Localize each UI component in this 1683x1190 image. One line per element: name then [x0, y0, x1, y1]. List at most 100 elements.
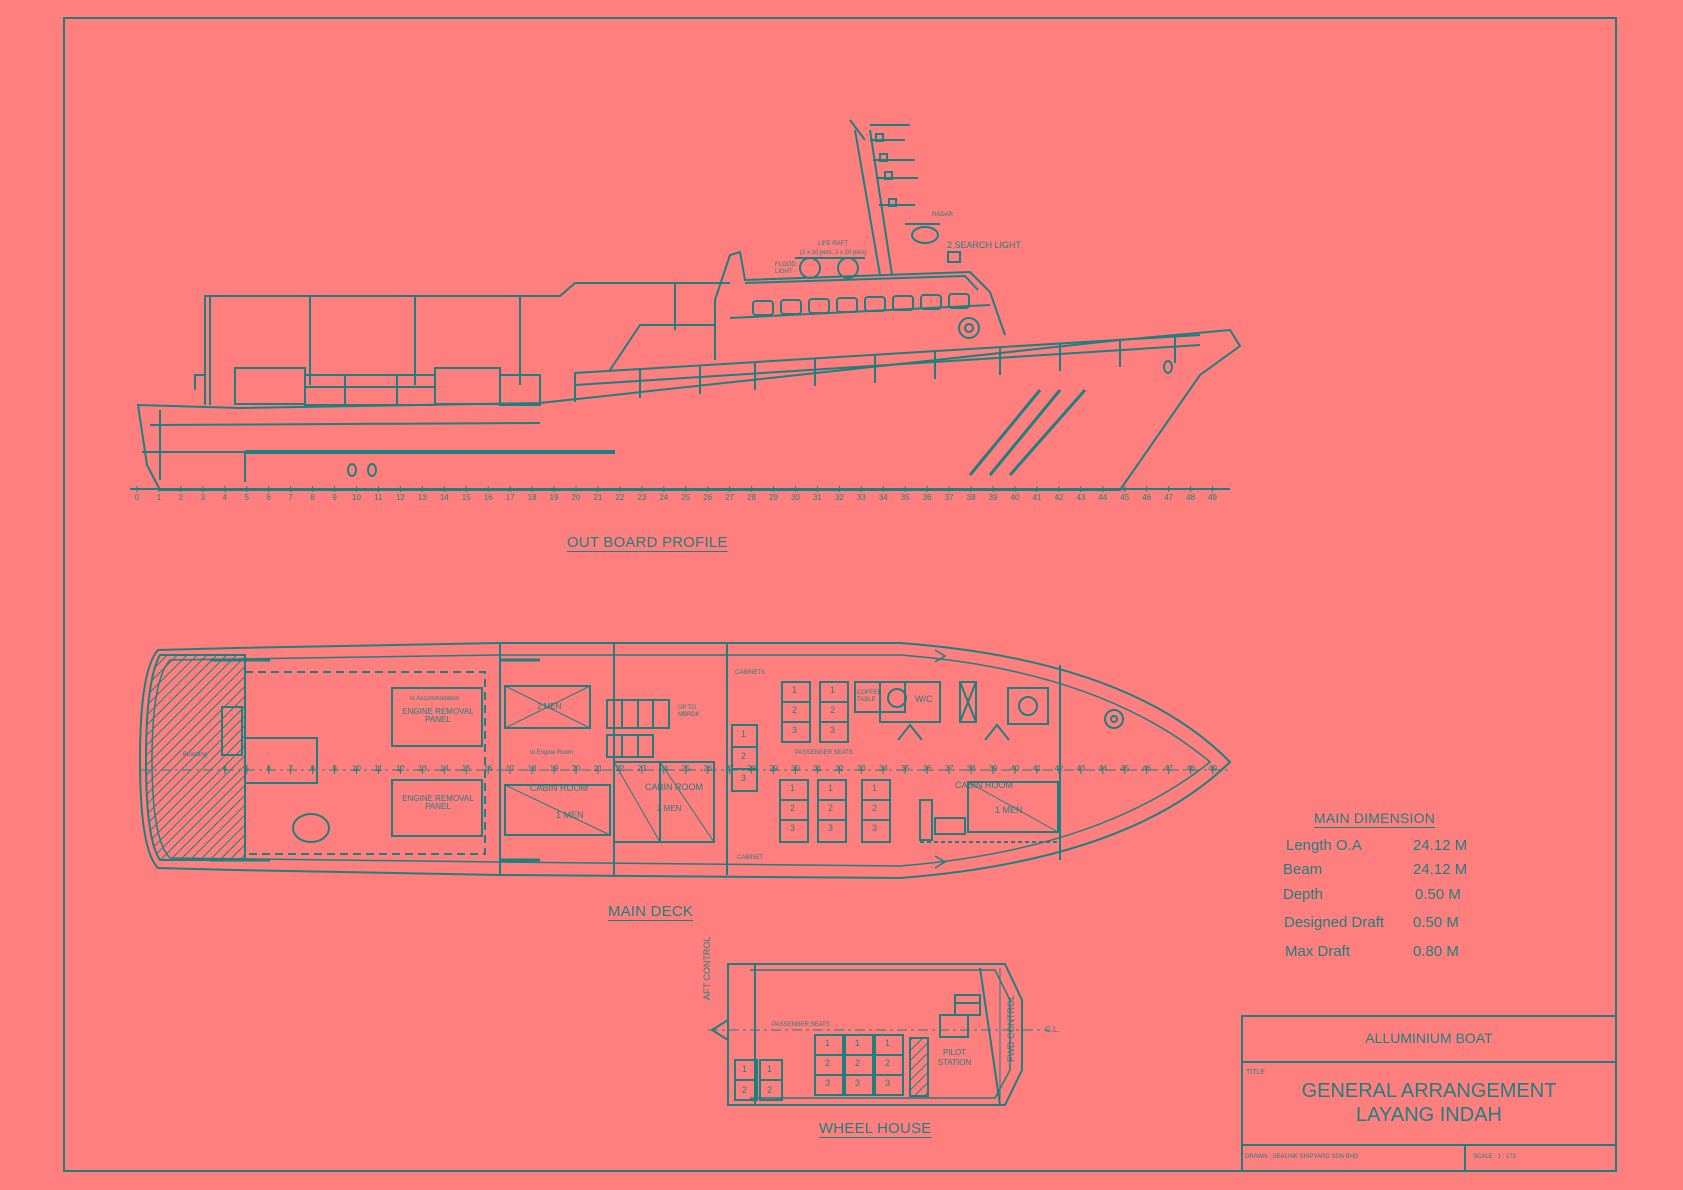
frame-number: 5: [244, 493, 249, 502]
frame-number: 38: [966, 493, 976, 502]
drawing-border: [63, 17, 1617, 1172]
seat-number: 1: [742, 1064, 748, 1074]
seat-number: 3: [792, 725, 798, 735]
frame-number: 45: [1120, 493, 1130, 502]
frame-number: 18: [527, 493, 537, 502]
main-dimension-heading: MAIN DIMENSION: [1314, 810, 1436, 826]
dimension-label: Beam: [1283, 861, 1323, 878]
frame-number: 48: [1186, 764, 1196, 773]
frame-number: 26: [703, 493, 713, 502]
frame-number: 15: [461, 764, 471, 773]
frame-number: 30: [791, 493, 800, 502]
deck-frame-scale: [224, 766, 1214, 774]
frame-number: 7: [288, 493, 293, 502]
seat-number: 1: [855, 1038, 861, 1048]
seat-number: 1: [830, 685, 836, 695]
frame-number: 9: [332, 493, 337, 502]
dimension-value: 0.80 M: [1413, 943, 1459, 960]
frame-number: 27: [725, 764, 735, 773]
outboard-profile-drawing: [130, 119, 1242, 491]
pilot-station-label: PILOT STATION: [937, 1048, 972, 1067]
seat-number: 2: [825, 1058, 831, 1068]
seat-number: 1: [792, 685, 798, 695]
frame-number: 16: [483, 764, 493, 773]
frame-number: 18: [527, 764, 537, 773]
frame-number: 34: [878, 764, 888, 773]
frame-number: 24: [659, 764, 669, 773]
up-to-mbrdk-label: UP TO MBRDK: [678, 705, 700, 718]
main-deck-title: MAIN DECK: [608, 903, 694, 920]
seat-number: 3: [872, 823, 878, 833]
frame-number: 19: [549, 764, 559, 773]
seat-number: 1: [825, 1038, 831, 1048]
frame-number: 14: [439, 764, 449, 773]
seat-number: 2: [790, 803, 796, 813]
seat-number: 2: [830, 705, 836, 715]
frame-number: 32: [834, 493, 844, 502]
seat-number: 2: [767, 1085, 773, 1095]
frame-number: 47: [1164, 764, 1174, 773]
boarding-label: Boarding: [183, 752, 208, 758]
dimension-label: Depth: [1283, 886, 1324, 903]
radar-label: RADAR: [932, 212, 954, 218]
frame-number: 22: [615, 764, 625, 773]
frame-number: 33: [856, 764, 866, 773]
frame-number: 42: [1054, 764, 1064, 773]
frame-number: 46: [1142, 493, 1152, 502]
seat-number: 2: [872, 803, 878, 813]
dimension-label: Designed Draft: [1284, 914, 1385, 931]
one-men-fwd-label: 1 MEN: [995, 805, 1023, 815]
frame-number: 0: [134, 493, 140, 502]
frame-number: 14: [439, 493, 449, 502]
dimension-label: Length O.A: [1286, 837, 1362, 854]
title-block-frame: [1241, 1015, 1617, 1172]
frame-number: 34: [878, 493, 888, 502]
cabin-room-aft-label: CABIN ROOM: [530, 783, 589, 793]
frame-number: 33: [856, 493, 866, 502]
drawn-by: DRAWN : SEALINK SHIPYARD SDN BHD: [1245, 1154, 1359, 1160]
to-accommodation-label: to Accommodation: [410, 696, 460, 702]
frame-number: 7: [288, 764, 293, 773]
deck-outline: [138, 642, 1232, 880]
seat-number: 1: [767, 1064, 773, 1074]
main-deck-drawing: [138, 642, 1232, 880]
frame-number: 28: [747, 493, 757, 502]
dimension-value: 0.50 M: [1415, 886, 1461, 903]
frame-number: 35: [900, 493, 910, 502]
frame-number: 49: [1208, 493, 1217, 502]
frame-number: 44: [1098, 764, 1108, 773]
frame-number: 2: [178, 493, 184, 502]
stern-hatch: [144, 654, 246, 861]
frame-number: 42: [1054, 493, 1064, 502]
seat-number: 3: [885, 1078, 891, 1088]
frame-number: 16: [483, 493, 493, 502]
frame-number: 19: [549, 493, 559, 502]
frame-number: 8: [310, 493, 315, 502]
frame-number: 10: [352, 493, 361, 502]
engine-removal-panel-port: [391, 687, 483, 747]
frame-number: 23: [637, 493, 647, 502]
two-men-cabin-label: 2 MEN: [537, 702, 562, 711]
engine-removal-panel-port-label: ENGINE REMOVAL PANEL: [402, 707, 474, 724]
seat-number: 2: [855, 1058, 861, 1068]
frame-number: 41: [1032, 764, 1042, 773]
frame-number: 31: [812, 493, 822, 502]
aft-control-label: AFT CONTROL: [702, 936, 712, 1000]
frame-number: 13: [417, 764, 427, 773]
drawing-scale: SCALE : 1 : 172: [1473, 1154, 1517, 1160]
seat-number: 3: [790, 823, 796, 833]
seat-number: 1: [828, 783, 834, 793]
frame-number: 45: [1120, 764, 1130, 773]
frame-number: 4: [222, 764, 228, 773]
dimension-value: 0.50 M: [1413, 914, 1459, 931]
wheel-house-title: WHEEL HOUSE: [819, 1120, 932, 1137]
frame-number: 1: [156, 493, 162, 502]
wheelhouse-outline: [727, 963, 1023, 1106]
wheel-house-drawing: [708, 963, 1050, 1106]
seat-number: 1: [872, 783, 878, 793]
frame-number: 32: [834, 764, 844, 773]
frame-number: 30: [791, 764, 800, 773]
dimension-value: 24.12 M: [1413, 861, 1468, 878]
frame-number: 37: [944, 764, 954, 773]
